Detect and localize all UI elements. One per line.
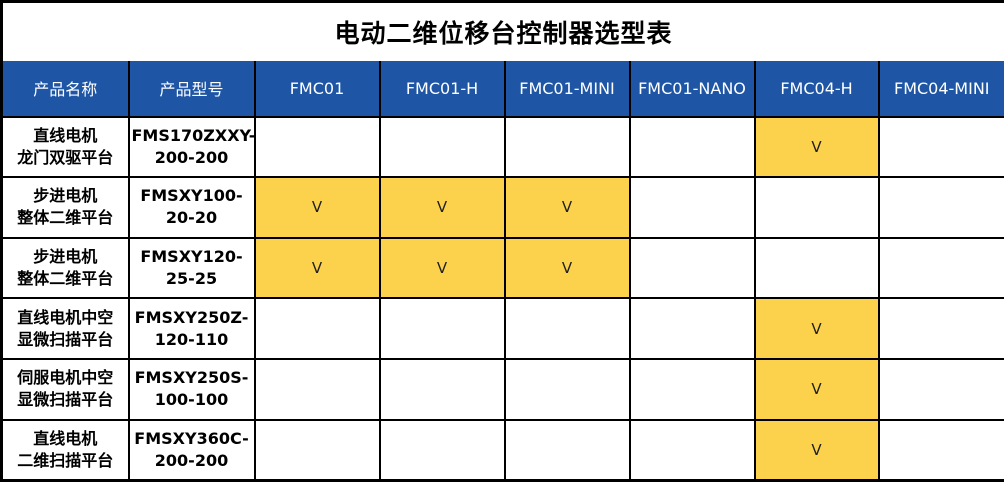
product-name-line2: 二维扫描平台 xyxy=(17,450,114,470)
product-model-line2: 100-100 xyxy=(154,390,229,410)
product-model-line1: FMSXY120- xyxy=(140,247,243,267)
support-cell-fmc01-nano xyxy=(628,236,756,300)
title-row: 电动二维位移台控制器选型表 xyxy=(1,1,1004,61)
column-header-fmc01: FMC01 xyxy=(253,60,381,118)
support-cell-fmc01 xyxy=(253,115,381,179)
product-model-line2: 200-200 xyxy=(154,147,229,167)
support-cell-fmc04-h: V xyxy=(753,297,880,361)
support-cell-fmc01 xyxy=(253,418,381,482)
support-cell-fmc01-h: V xyxy=(378,236,506,300)
support-cell-fmc01-mini xyxy=(503,418,631,482)
support-cell-fmc01 xyxy=(253,358,381,421)
support-cell-fmc04-h: V xyxy=(753,358,880,421)
product-name-line1: 直线电机 xyxy=(33,125,98,145)
support-cell-fmc04-mini xyxy=(877,115,1004,179)
support-cell-fmc01-h xyxy=(378,418,506,482)
support-cell-fmc01-nano xyxy=(628,418,756,482)
product-model-cell: FMSXY100- 20-20 xyxy=(127,176,256,239)
product-model-line1: FMSXY360C- xyxy=(134,428,249,448)
product-name-line2: 显微扫描平台 xyxy=(17,329,114,349)
product-model-line2: 25-25 xyxy=(165,269,218,289)
column-header-product-name: 产品名称 xyxy=(0,60,130,118)
product-model-line1: FMS170ZXXY- xyxy=(131,125,256,145)
column-header-product-model: 产品型号 xyxy=(127,60,256,118)
product-name-line1: 伺服电机中空 xyxy=(17,368,114,388)
support-cell-fmc04-mini xyxy=(877,236,1004,300)
product-name-line2: 显微扫描平台 xyxy=(17,390,114,410)
column-header-fmc04-h: FMC04-H xyxy=(753,60,880,118)
product-name-line1: 直线电机中空 xyxy=(17,307,114,327)
product-model-cell: FMSXY250Z- 120-110 xyxy=(127,297,256,361)
support-cell-fmc04-mini xyxy=(877,297,1004,361)
product-model-line1: FMSXY250Z- xyxy=(134,307,249,327)
product-model-line1: FMSXY250S- xyxy=(134,368,249,388)
table-row: 直线电机 二维扫描平台 FMSXY360C- 200-200 V xyxy=(0,418,1004,482)
support-cell-fmc04-h: V xyxy=(753,115,880,179)
support-cell-fmc01-h xyxy=(378,358,506,421)
product-model-line1: FMSXY100- xyxy=(140,186,243,206)
support-cell-fmc01-nano xyxy=(628,176,756,239)
column-header-fmc04-mini: FMC04-MINI xyxy=(877,60,1004,118)
product-model-cell: FMSXY120- 25-25 xyxy=(127,236,256,300)
support-cell-fmc04-h xyxy=(753,176,880,239)
support-cell-fmc01-mini: V xyxy=(503,176,631,239)
table-row: 步进电机 整体二维平台 FMSXY120- 25-25 V V V xyxy=(0,236,1004,300)
table-row: 步进电机 整体二维平台 FMSXY100- 20-20 V V V xyxy=(0,176,1004,239)
support-cell-fmc01-mini: V xyxy=(503,236,631,300)
support-cell-fmc01-mini xyxy=(503,358,631,421)
product-model-cell: FMSXY250S- 100-100 xyxy=(127,358,256,421)
support-cell-fmc01-h: V xyxy=(378,176,506,239)
product-model-line2: 20-20 xyxy=(165,208,218,228)
support-cell-fmc01 xyxy=(253,297,381,361)
support-cell-fmc04-h: V xyxy=(753,418,880,482)
table-row: 伺服电机中空 显微扫描平台 FMSXY250S- 100-100 V xyxy=(0,358,1004,421)
product-name-line2: 龙门双驱平台 xyxy=(17,147,114,167)
support-cell-fmc01-h xyxy=(378,115,506,179)
support-cell-fmc01-h xyxy=(378,297,506,361)
column-header-fmc01-h: FMC01-H xyxy=(378,60,506,118)
product-name-line2: 整体二维平台 xyxy=(17,208,114,228)
support-cell-fmc01-mini xyxy=(503,297,631,361)
product-name-cell: 直线电机 龙门双驱平台 xyxy=(0,115,130,179)
table-row: 直线电机 龙门双驱平台 FMS170ZXXY- 200-200 V xyxy=(0,115,1004,179)
product-name-cell: 步进电机 整体二维平台 xyxy=(0,176,130,239)
product-model-cell: FMS170ZXXY- 200-200 xyxy=(127,115,256,179)
product-name-cell: 步进电机 整体二维平台 xyxy=(0,236,130,300)
product-name-line1: 步进电机 xyxy=(33,186,98,206)
support-cell-fmc04-h xyxy=(753,236,880,300)
product-model-cell: FMSXY360C- 200-200 xyxy=(127,418,256,482)
support-cell-fmc01-nano xyxy=(628,358,756,421)
product-name-cell: 直线电机中空 显微扫描平台 xyxy=(0,297,130,361)
support-cell-fmc04-mini xyxy=(877,176,1004,239)
support-cell-fmc04-mini xyxy=(877,358,1004,421)
product-name-cell: 伺服电机中空 显微扫描平台 xyxy=(0,358,130,421)
column-header-fmc01-mini: FMC01-MINI xyxy=(503,60,631,118)
support-cell-fmc01-mini xyxy=(503,115,631,179)
product-name-line1: 直线电机 xyxy=(33,428,98,448)
table-row: 直线电机中空 显微扫描平台 FMSXY250Z- 120-110 V xyxy=(0,297,1004,361)
header-row: 产品名称 产品型号 FMC01 FMC01-H FMC01-MINI FMC01… xyxy=(0,60,1004,118)
support-cell-fmc01: V xyxy=(253,236,381,300)
product-name-line2: 整体二维平台 xyxy=(17,269,114,289)
column-header-fmc01-nano: FMC01-NANO xyxy=(628,60,756,118)
product-name-line1: 步进电机 xyxy=(33,247,98,267)
support-cell-fmc01-nano xyxy=(628,115,756,179)
page-title: 电动二维位移台控制器选型表 xyxy=(1,1,1004,61)
product-name-cell: 直线电机 二维扫描平台 xyxy=(0,418,130,482)
support-cell-fmc01: V xyxy=(253,176,381,239)
product-model-line2: 200-200 xyxy=(154,450,229,470)
product-model-line2: 120-110 xyxy=(154,329,229,349)
support-cell-fmc01-nano xyxy=(628,297,756,361)
support-cell-fmc04-mini xyxy=(877,418,1004,482)
